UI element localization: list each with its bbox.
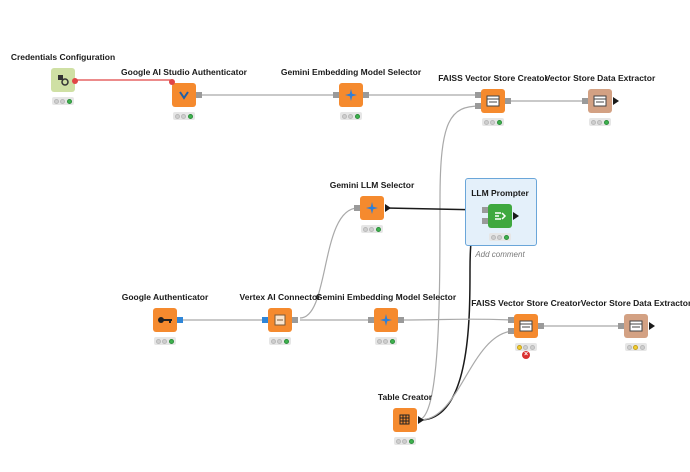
vector-store-icon[interactable] bbox=[514, 314, 538, 338]
node-title: Google AI Studio Authenticator bbox=[121, 67, 247, 77]
status-indicator bbox=[625, 343, 647, 351]
status-indicator bbox=[340, 112, 362, 120]
node-title: Vector Store Data Extractor bbox=[544, 73, 656, 83]
output-port[interactable] bbox=[177, 317, 183, 323]
output-port[interactable] bbox=[505, 98, 511, 104]
input-port[interactable] bbox=[262, 317, 268, 323]
gemini-auth-icon[interactable] bbox=[172, 83, 196, 107]
input-port[interactable] bbox=[368, 317, 374, 323]
node-credentials-configuration[interactable]: Credentials Configuration bbox=[0, 52, 163, 132]
status-indicator bbox=[515, 343, 537, 351]
output-port[interactable] bbox=[418, 416, 424, 424]
node-gemini-embedding-model-selector-top[interactable]: Gemini Embedding Model Selector bbox=[251, 67, 451, 147]
input-port[interactable] bbox=[333, 92, 339, 98]
connection-table-to-faiss-bottom[interactable] bbox=[419, 330, 513, 421]
output-port[interactable] bbox=[398, 317, 404, 323]
output-port[interactable] bbox=[196, 92, 202, 98]
key-icon[interactable] bbox=[153, 308, 177, 332]
connection-table-to-faiss-top[interactable] bbox=[417, 105, 481, 421]
node-google-ai-studio-authenticator[interactable]: Google AI Studio Authenticator bbox=[84, 67, 284, 147]
sparkle-icon[interactable] bbox=[374, 308, 398, 332]
connection-embed-to-faiss-bottom[interactable] bbox=[399, 318, 513, 321]
status-indicator bbox=[52, 97, 74, 105]
vector-store-icon[interactable] bbox=[588, 89, 612, 113]
table-icon[interactable] bbox=[393, 408, 417, 432]
sparkle-icon[interactable] bbox=[339, 83, 363, 107]
input-port-2[interactable] bbox=[508, 328, 514, 334]
node-llm-prompter[interactable]: LLM Prompter bbox=[400, 188, 600, 268]
input-port[interactable] bbox=[354, 205, 360, 211]
input-port[interactable] bbox=[169, 79, 175, 85]
output-port[interactable] bbox=[613, 97, 619, 105]
node-title: Credentials Configuration bbox=[10, 52, 116, 62]
node-title: Gemini Embedding Model Selector bbox=[315, 292, 457, 302]
node-faiss-vector-store-creator-top[interactable]: FAISS Vector Store Creator bbox=[393, 73, 593, 153]
error-icon: × bbox=[522, 351, 530, 359]
node-title: FAISS Vector Store Creator bbox=[438, 73, 548, 83]
node-title: Gemini LLM Selector bbox=[329, 180, 415, 190]
output-port[interactable] bbox=[538, 323, 544, 329]
status-indicator bbox=[269, 337, 291, 345]
status-indicator bbox=[589, 118, 611, 126]
node-title: Table Creator bbox=[377, 392, 433, 402]
input-port[interactable] bbox=[508, 317, 514, 323]
status-indicator bbox=[482, 118, 504, 126]
node-gemini-embedding-model-selector-bottom[interactable]: Gemini Embedding Model Selector bbox=[286, 292, 486, 372]
connection-vertex-to-llm-selector[interactable] bbox=[299, 207, 359, 319]
node-table-creator[interactable]: Table Creator bbox=[305, 392, 505, 472]
input-port[interactable] bbox=[482, 207, 488, 213]
status-indicator bbox=[154, 337, 176, 345]
status-indicator bbox=[394, 437, 416, 445]
input-port-2[interactable] bbox=[475, 103, 481, 109]
node-faiss-vector-store-creator-bottom[interactable]: FAISS Vector Store Creator × bbox=[426, 298, 626, 378]
node-vertex-ai-connector[interactable]: Vertex AI Connector bbox=[180, 292, 380, 372]
sparkle-icon[interactable] bbox=[360, 196, 384, 220]
input-port[interactable] bbox=[475, 92, 481, 98]
input-port[interactable] bbox=[582, 98, 588, 104]
input-port[interactable] bbox=[618, 323, 624, 329]
output-port[interactable] bbox=[513, 212, 519, 220]
node-title: Gemini Embedding Model Selector bbox=[280, 67, 422, 77]
node-gemini-llm-selector[interactable]: Gemini LLM Selector bbox=[272, 180, 472, 260]
connection-layer bbox=[75, 79, 623, 421]
status-indicator bbox=[375, 337, 397, 345]
node-title: Google Authenticator bbox=[121, 292, 209, 302]
status-indicator bbox=[173, 112, 195, 120]
connector-icon[interactable] bbox=[268, 308, 292, 332]
prompt-icon[interactable] bbox=[488, 204, 512, 228]
status-indicator bbox=[361, 225, 383, 233]
node-title: Vertex AI Connector bbox=[239, 292, 321, 302]
output-port[interactable] bbox=[385, 204, 391, 212]
input-port-2[interactable] bbox=[482, 218, 488, 224]
credentials-icon[interactable] bbox=[51, 68, 75, 92]
node-title: LLM Prompter bbox=[471, 188, 529, 198]
node-vector-store-data-extractor-bottom[interactable]: Vector Store Data Extractor bbox=[536, 298, 690, 378]
vector-store-icon[interactable] bbox=[481, 89, 505, 113]
node-vector-store-data-extractor-top[interactable]: Vector Store Data Extractor bbox=[500, 73, 690, 153]
add-comment-label[interactable]: Add comment bbox=[475, 250, 525, 259]
node-google-authenticator[interactable]: Google Authenticator bbox=[65, 292, 265, 372]
output-port[interactable] bbox=[649, 322, 655, 330]
node-title: FAISS Vector Store Creator bbox=[471, 298, 581, 308]
output-port[interactable] bbox=[292, 317, 298, 323]
output-port[interactable] bbox=[72, 78, 78, 84]
output-port[interactable] bbox=[363, 92, 369, 98]
vector-store-icon[interactable] bbox=[624, 314, 648, 338]
node-title: Vector Store Data Extractor bbox=[580, 298, 690, 308]
status-indicator bbox=[489, 233, 511, 241]
